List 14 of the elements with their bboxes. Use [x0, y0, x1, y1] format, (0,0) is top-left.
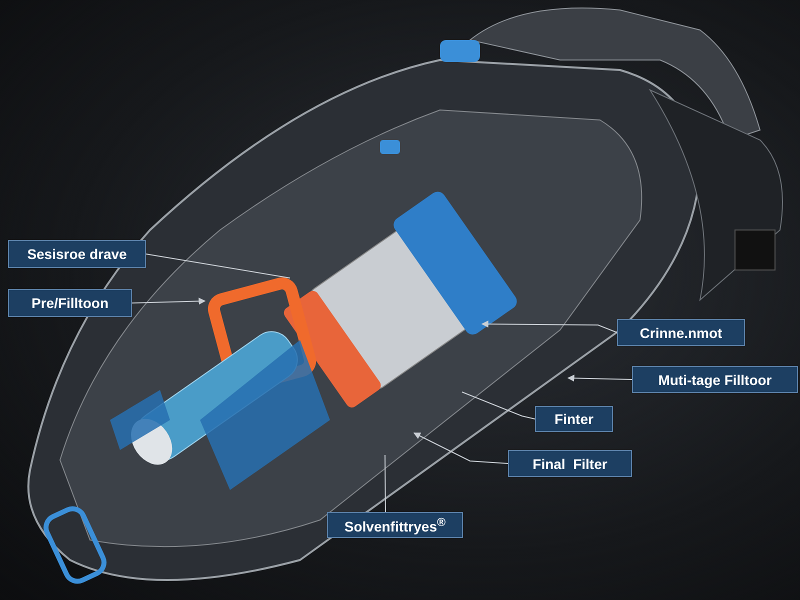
callout-label: Muti-tage Filltoor	[632, 366, 798, 393]
callout-label: Pre/Filltoon	[8, 289, 132, 317]
leader-line	[146, 254, 290, 278]
leader-line	[462, 392, 536, 420]
callout-label: Sesisroe drave	[8, 240, 146, 268]
leader-arrow	[567, 374, 632, 382]
callout-label: Solvenfittryes$^{®}$	[327, 512, 463, 538]
callout-label: Crinne.nmot	[617, 319, 745, 346]
leader-line	[384, 454, 386, 512]
leader-arrow	[481, 320, 618, 333]
callout-label: Final Filter	[508, 450, 632, 477]
callout-label: Finter	[535, 406, 613, 432]
leader-arrow	[132, 298, 206, 305]
leader-arrow	[413, 432, 508, 464]
